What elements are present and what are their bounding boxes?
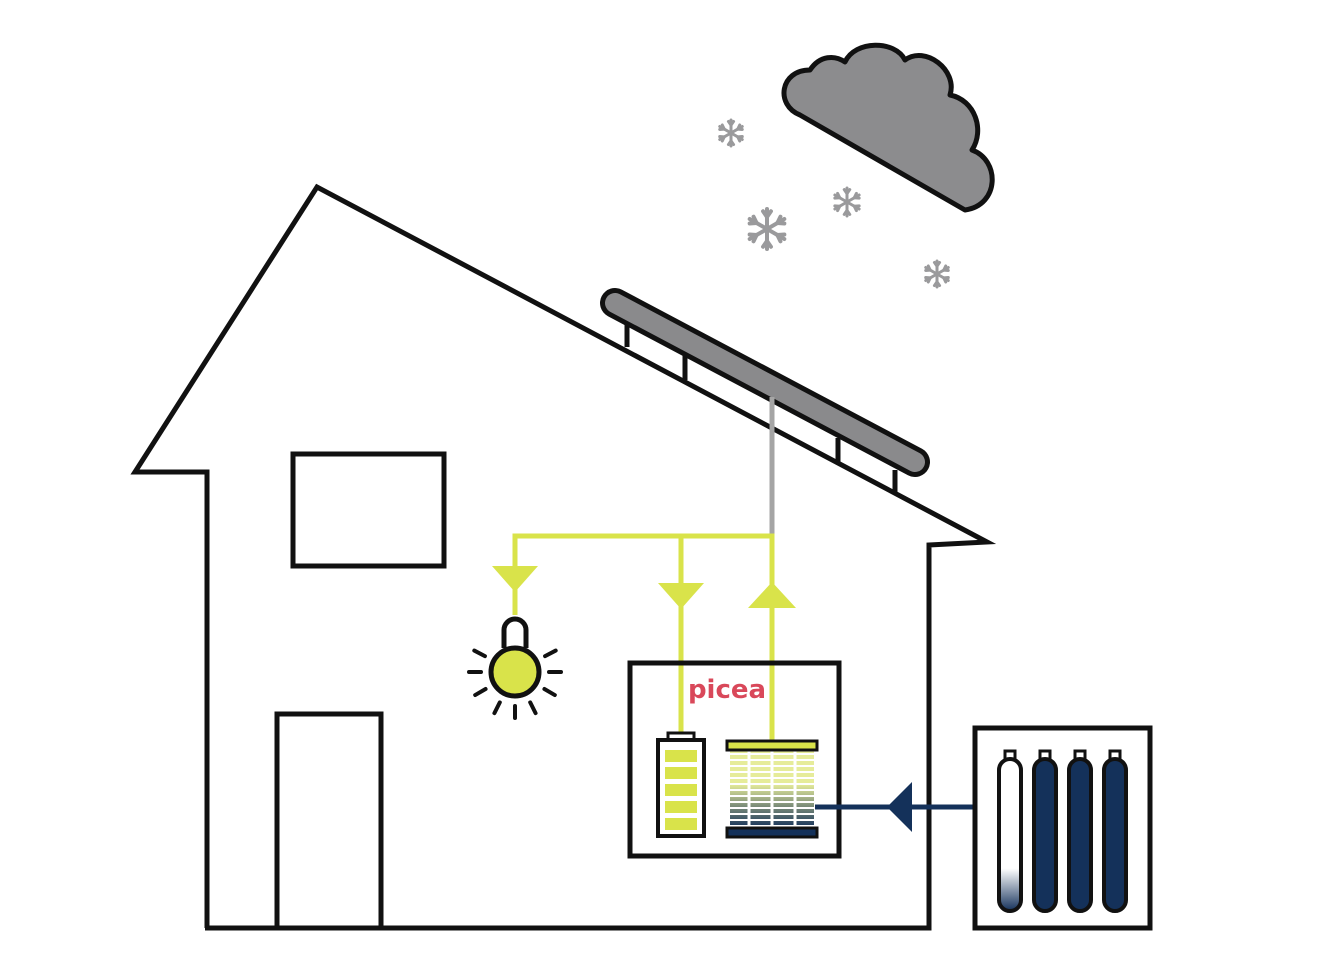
snowflake-icon xyxy=(747,207,787,251)
battery-level xyxy=(665,750,697,830)
battery-icon xyxy=(656,731,706,838)
snowflake-icon xyxy=(718,118,744,148)
snowflake-icon xyxy=(833,186,861,218)
snowflake-icon xyxy=(924,259,950,289)
yellow-power-lines xyxy=(512,533,775,740)
battery-cell xyxy=(665,818,697,830)
house-door xyxy=(274,711,384,928)
flow-arrows xyxy=(492,566,796,609)
snowflakes xyxy=(718,118,950,289)
solar-panel-icon xyxy=(600,288,930,492)
hydrogen-tank-icon xyxy=(1032,749,1058,913)
arrow-to-bulb xyxy=(492,566,538,592)
light-bulb-icon xyxy=(467,616,563,720)
hydrogen-tank-icon xyxy=(1067,749,1093,913)
battery-cell xyxy=(665,767,697,779)
hydrogen-storage-icon xyxy=(725,739,819,839)
picea-unit: picea xyxy=(627,660,842,859)
house-outline xyxy=(130,183,997,931)
hydrogen-tank-icon xyxy=(1102,749,1128,913)
hydrogen-line xyxy=(815,782,975,832)
picea-logo: picea xyxy=(688,675,766,705)
arrow-to-storage xyxy=(887,782,912,832)
battery-cell xyxy=(665,784,697,796)
house-window xyxy=(290,451,447,569)
arrow-to-battery xyxy=(658,583,704,609)
hydrogen-tank-rack xyxy=(972,725,1153,931)
battery-cell xyxy=(665,750,697,762)
battery-cell xyxy=(665,801,697,813)
arrow-from-storage xyxy=(748,582,796,608)
hydrogen-tank-icon xyxy=(997,749,1023,913)
house xyxy=(130,183,997,931)
cloud-icon xyxy=(781,42,995,213)
